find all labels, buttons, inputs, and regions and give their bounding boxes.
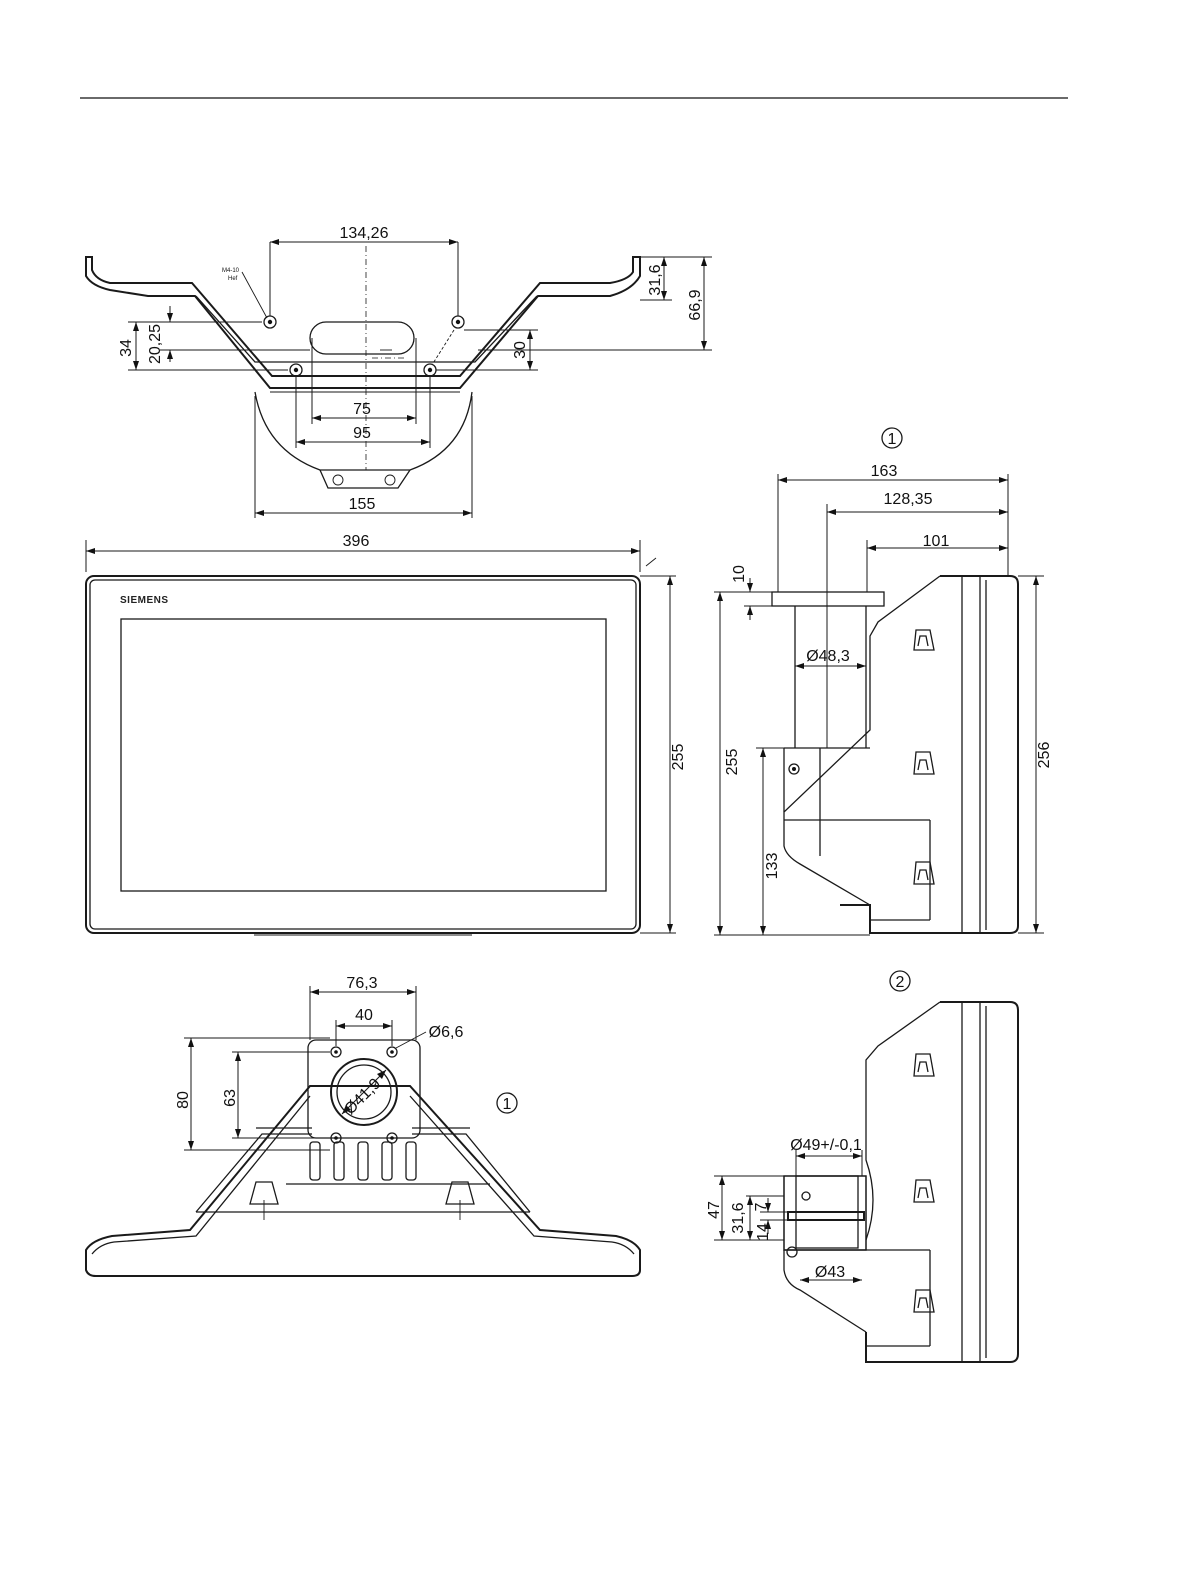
front-view: SIEMENS 396 255: [86, 533, 687, 935]
dim-101: 101: [923, 533, 950, 550]
dim-14: 14: [755, 1223, 772, 1241]
dim-66-9: 66,9: [687, 289, 704, 320]
dim-40: 40: [355, 1007, 373, 1024]
dim-diam-41-9: Ø41,9: [341, 1075, 384, 1118]
dim-30: 30: [512, 341, 529, 359]
detail-view: 2 Ø49+/-0,1 47 31,: [706, 971, 1018, 1362]
dim-side-255: 255: [724, 749, 741, 776]
dim-20-25: 20,25: [147, 324, 164, 364]
dim-34: 34: [118, 339, 135, 357]
dim-7: 7: [753, 1202, 770, 1211]
callout-1-side: 1: [888, 431, 897, 448]
dim-10: 10: [731, 565, 748, 583]
dim-47: 47: [706, 1201, 723, 1219]
dim-diam-49: Ø49+/-0,1: [790, 1137, 862, 1154]
dim-134-26: 134,26: [340, 225, 389, 242]
dim-128-35: 128,35: [884, 491, 933, 508]
dim-76-3: 76,3: [346, 975, 377, 992]
side-view: 1 163 128,35 101: [714, 428, 1053, 935]
thread-note-line1: M4-10: [222, 268, 240, 274]
dim-396: 396: [343, 533, 370, 550]
dim-diam-48-3: Ø48,3: [806, 648, 850, 665]
dim-diam-43: Ø43: [815, 1264, 845, 1281]
dim-80: 80: [175, 1091, 192, 1109]
callout-2: 2: [896, 974, 905, 991]
bottom-view: 1 76,3 40 Ø6,6 80 63 Ø41,9: [86, 975, 640, 1276]
dim-63: 63: [222, 1089, 239, 1107]
dim-95: 95: [353, 425, 371, 442]
dim-163: 163: [871, 463, 898, 480]
dim-133: 133: [764, 853, 781, 880]
dim-31-6: 31,6: [647, 264, 664, 295]
dim-detail-31-6: 31,6: [730, 1202, 747, 1233]
dim-256: 256: [1036, 742, 1053, 769]
thread-note-line2: Hef: [228, 276, 238, 282]
dim-front-255: 255: [670, 744, 687, 771]
top-view: M4-10 Hef 134,26 31,6 66,9 34 20,25: [86, 225, 712, 518]
dim-155: 155: [349, 496, 376, 513]
brand-logo: SIEMENS: [120, 595, 169, 606]
callout-1-bottom: 1: [503, 1096, 512, 1113]
dim-diam-6-6: Ø6,6: [429, 1024, 464, 1041]
dim-75: 75: [353, 401, 371, 418]
